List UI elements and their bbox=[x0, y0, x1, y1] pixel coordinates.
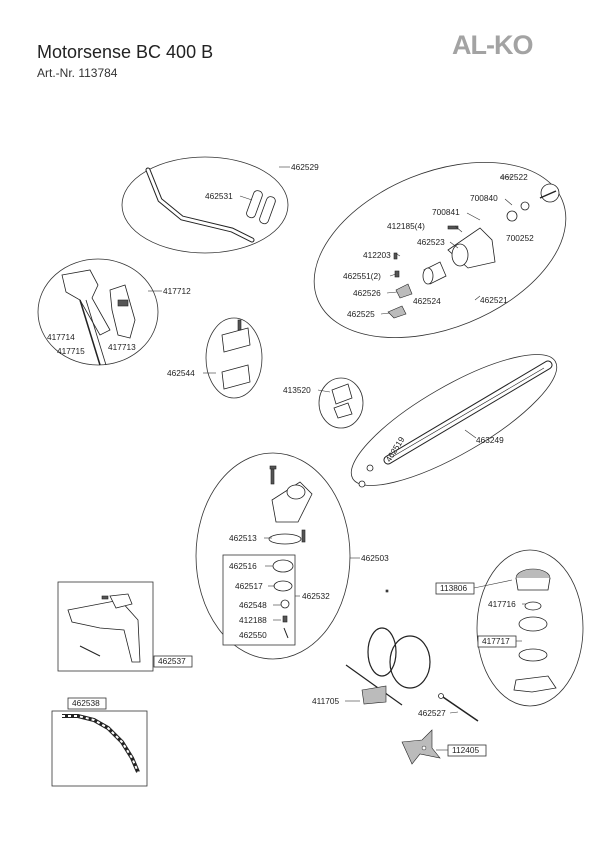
throttle-outline bbox=[37, 258, 159, 366]
harness-pad bbox=[361, 685, 387, 705]
label-412185: 412185(4) bbox=[387, 221, 425, 231]
label-112405: 112405 bbox=[452, 745, 479, 755]
label-113806: 113806 bbox=[440, 583, 467, 593]
spool bbox=[518, 616, 548, 632]
throttle-group: 417712 417714 417715 417713 bbox=[37, 258, 191, 366]
label-700252: 700252 bbox=[506, 233, 534, 243]
spring bbox=[524, 601, 542, 611]
label-411705: 411705 bbox=[312, 696, 339, 706]
shaft-group: 462519 463249 bbox=[350, 354, 558, 488]
box-113806 bbox=[435, 582, 475, 595]
page-title: Motorsense BC 400 B bbox=[37, 42, 214, 62]
label-462522: 462522 bbox=[500, 172, 528, 182]
clip-outline bbox=[318, 377, 364, 429]
throttle-housing bbox=[61, 269, 111, 336]
article-number: Art.-Nr. 113784 bbox=[37, 66, 118, 80]
clamp-group: 462544 bbox=[167, 317, 263, 399]
harness-group: 411705 bbox=[312, 627, 431, 706]
clamp-outline bbox=[205, 317, 263, 399]
label-462523: 462523 bbox=[417, 237, 445, 247]
label-462544: 462544 bbox=[167, 368, 195, 378]
handle-group: 462529 462531 bbox=[121, 156, 319, 254]
trimmer-head-group: 113806 417716 417717 bbox=[435, 549, 584, 707]
gear-housing-outline bbox=[313, 161, 567, 339]
label-462529: 462529 bbox=[291, 162, 319, 172]
line-cutter-group: 462538 bbox=[51, 697, 148, 787]
clip-upper bbox=[331, 383, 353, 405]
clamp-upper bbox=[221, 327, 251, 353]
box-112405 bbox=[447, 744, 487, 757]
harness-strap-right bbox=[389, 635, 431, 689]
grip-left bbox=[246, 190, 263, 219]
label-417717: 417717 bbox=[482, 636, 510, 646]
label-462521: 462521 bbox=[480, 295, 508, 305]
clip-lower bbox=[333, 402, 353, 419]
label-463249: 463249 bbox=[476, 435, 504, 445]
label-462526: 462526 bbox=[353, 288, 381, 298]
gear-head-group: 462513 462503 462516 462517 462532 46254… bbox=[195, 452, 389, 660]
box-417717 bbox=[477, 635, 517, 648]
gear-head-outline bbox=[195, 452, 351, 660]
handle-bar bbox=[145, 167, 255, 243]
label-462524: 462524 bbox=[413, 296, 441, 306]
label-412203: 412203 bbox=[363, 250, 391, 260]
grip-right bbox=[259, 196, 276, 225]
label-417715: 417715 bbox=[57, 346, 85, 356]
label-462531: 462531 bbox=[205, 191, 233, 201]
brand-logo: AL-KO bbox=[452, 30, 533, 60]
three-tooth-blade bbox=[401, 729, 441, 765]
shaft-outline bbox=[350, 354, 558, 486]
label-462516: 462516 bbox=[229, 561, 257, 571]
label-700840: 700840 bbox=[470, 193, 498, 203]
box-462537 bbox=[153, 655, 193, 668]
label-462548: 462548 bbox=[239, 600, 267, 610]
box-462538 bbox=[67, 697, 107, 710]
label-462532: 462532 bbox=[302, 591, 330, 601]
clamp-lower bbox=[221, 364, 251, 390]
label-462513: 462513 bbox=[229, 533, 257, 543]
label-462517: 462517 bbox=[235, 581, 263, 591]
thrust-washer bbox=[272, 559, 294, 573]
blade-group: 112405 bbox=[401, 729, 487, 765]
trimmer-housing bbox=[513, 675, 557, 693]
label-462527: 462527 bbox=[418, 708, 446, 718]
grass-guard bbox=[67, 599, 141, 663]
label-462550: 462550 bbox=[239, 630, 267, 640]
label-417716: 417716 bbox=[488, 599, 516, 609]
gear-housing-group: 462522 700840 700841 412185(4) 700252 46… bbox=[313, 161, 567, 339]
label-462503: 462503 bbox=[361, 553, 389, 563]
label-417714: 417714 bbox=[47, 332, 75, 342]
handle-group-outline bbox=[121, 156, 289, 254]
label-413520: 413520 bbox=[283, 385, 311, 395]
label-412188: 412188 bbox=[239, 615, 267, 625]
label-462537: 462537 bbox=[158, 656, 186, 666]
label-462525: 462525 bbox=[347, 309, 375, 319]
label-700841: 700841 bbox=[432, 207, 460, 217]
clip-group: 413520 bbox=[283, 377, 364, 429]
label-462551: 462551(2) bbox=[343, 271, 381, 281]
tool-462527: 462527 bbox=[418, 693, 479, 722]
trimmer-head-outline bbox=[476, 549, 584, 707]
label-417712: 417712 bbox=[163, 286, 191, 296]
label-417713: 417713 bbox=[108, 342, 136, 352]
guard-group: 462537 bbox=[57, 581, 193, 672]
flange-plate bbox=[268, 533, 302, 545]
label-462538: 462538 bbox=[72, 698, 100, 708]
harness-strap-left bbox=[367, 627, 397, 677]
